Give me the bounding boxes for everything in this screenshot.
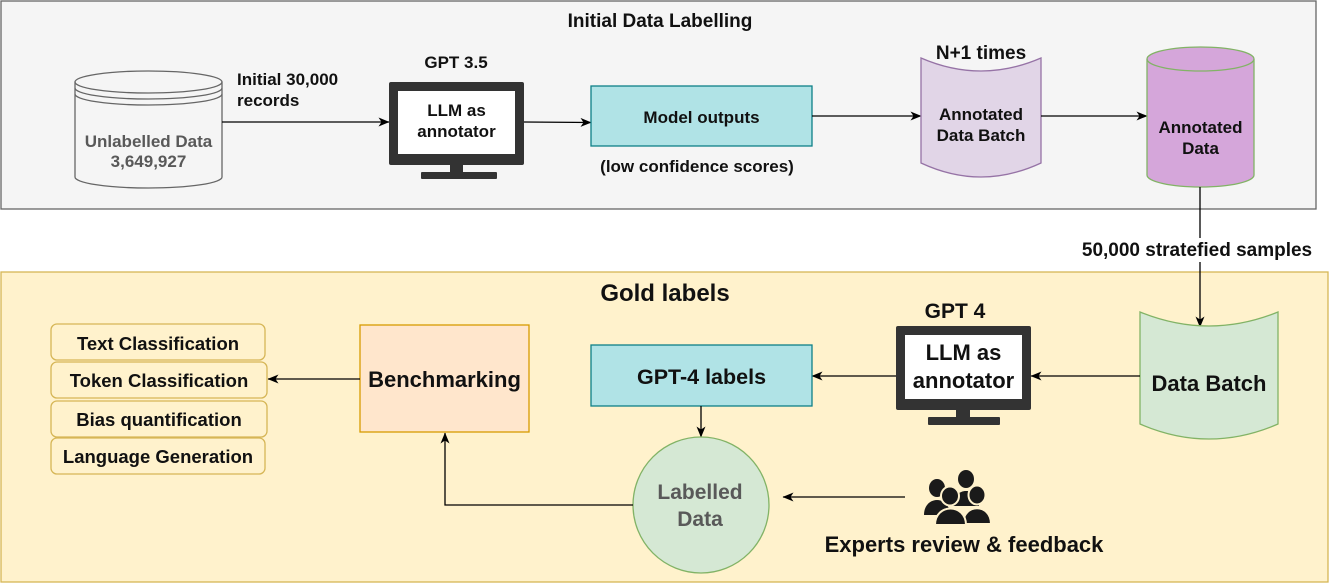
experts-node: Experts review & feedback xyxy=(825,470,1105,557)
annotated-batch-shape xyxy=(920,57,1042,178)
repeat-count-label: N+1 times xyxy=(936,43,1026,64)
initial-labelling-title: Initial Data Labelling xyxy=(568,11,753,32)
edge-labelled-data-to-benchmarking xyxy=(440,432,633,506)
task-label: Token Classification xyxy=(70,370,249,391)
gpt4-labels-label: GPT-4 labels xyxy=(637,365,766,389)
model-outputs-node: Model outputs (low confidence scores) xyxy=(590,85,813,176)
task-label: Text Classification xyxy=(77,333,239,354)
data-batch-shape xyxy=(1139,311,1279,440)
unlabelled-data-node: Unlabelled Data 3,649,927 xyxy=(74,70,223,189)
gold-labels-title: Gold labels xyxy=(600,280,729,307)
task-label: Bias quantification xyxy=(76,409,242,430)
annotated-batch-label-line2: Data Batch xyxy=(937,126,1026,145)
edge-gpt35-to-model-outputs xyxy=(523,117,592,127)
gpt4-annotator-label-line1: LLM as xyxy=(926,340,1002,365)
unlabelled-data-count: 3,649,927 xyxy=(111,152,187,171)
monitor-icon xyxy=(389,82,524,179)
users-group-icon xyxy=(924,470,993,526)
model-outputs-box xyxy=(590,85,813,147)
monitor-icon xyxy=(896,326,1031,425)
benchmarking-node: Benchmarking xyxy=(359,324,530,433)
sampling-label: 50,000 stratefied samples xyxy=(1082,240,1312,261)
annotated-batch-label-line1: Annotated xyxy=(939,105,1023,124)
model-outputs-note: (low confidence scores) xyxy=(600,157,794,176)
task-item: Text Classification xyxy=(50,323,266,361)
gpt4-annotator-node: GPT 4 LLM as annotator xyxy=(896,300,1031,425)
initial-records-label-line1: Initial 30,000 xyxy=(237,70,338,89)
database-icon xyxy=(74,70,223,189)
gpt4-labels-node: GPT-4 labels xyxy=(590,344,813,407)
annotated-batch-node: N+1 times Annotated Data Batch xyxy=(920,43,1042,178)
gpt4-model-label: GPT 4 xyxy=(925,300,986,323)
unlabelled-data-label: Unlabelled Data xyxy=(85,132,213,151)
gpt4-labels-box xyxy=(590,344,813,407)
gpt35-annotator-label-line2: annotator xyxy=(417,122,496,141)
experts-label: Experts review & feedback xyxy=(825,532,1105,557)
task-item: Language Generation xyxy=(50,437,266,475)
annotated-data-label-line2: Data xyxy=(1182,139,1219,158)
sampling-label-background xyxy=(1076,238,1319,262)
benchmarking-label: Benchmarking xyxy=(368,367,521,392)
initial-records-label-line2: records xyxy=(237,91,299,110)
benchmarking-box xyxy=(359,324,530,433)
annotated-data-node: Annotated Data xyxy=(1146,46,1255,188)
labelled-data-circle xyxy=(632,436,770,574)
labelled-data-label-line1: Labelled xyxy=(657,481,742,504)
data-batch-label: Data Batch xyxy=(1152,371,1267,396)
cylinder-icon xyxy=(1146,46,1255,188)
gpt35-annotator-label-line1: LLM as xyxy=(427,101,486,120)
task-label: Language Generation xyxy=(63,446,253,467)
data-batch-node: Data Batch xyxy=(1139,311,1279,440)
task-item: Bias quantification xyxy=(50,400,268,438)
labelled-data-node: Labelled Data xyxy=(632,436,770,574)
task-item: Token Classification xyxy=(50,361,268,399)
task-list: Text Classification Token Classification… xyxy=(50,323,268,475)
gpt35-annotator-node: GPT 3.5 LLM as annotator xyxy=(389,53,524,179)
gpt35-model-label: GPT 3.5 xyxy=(424,53,487,72)
annotated-data-label-line1: Annotated xyxy=(1158,118,1242,137)
gpt4-annotator-label-line2: annotator xyxy=(913,368,1015,393)
model-outputs-label: Model outputs xyxy=(643,108,759,127)
labelled-data-label-line2: Data xyxy=(677,508,723,531)
